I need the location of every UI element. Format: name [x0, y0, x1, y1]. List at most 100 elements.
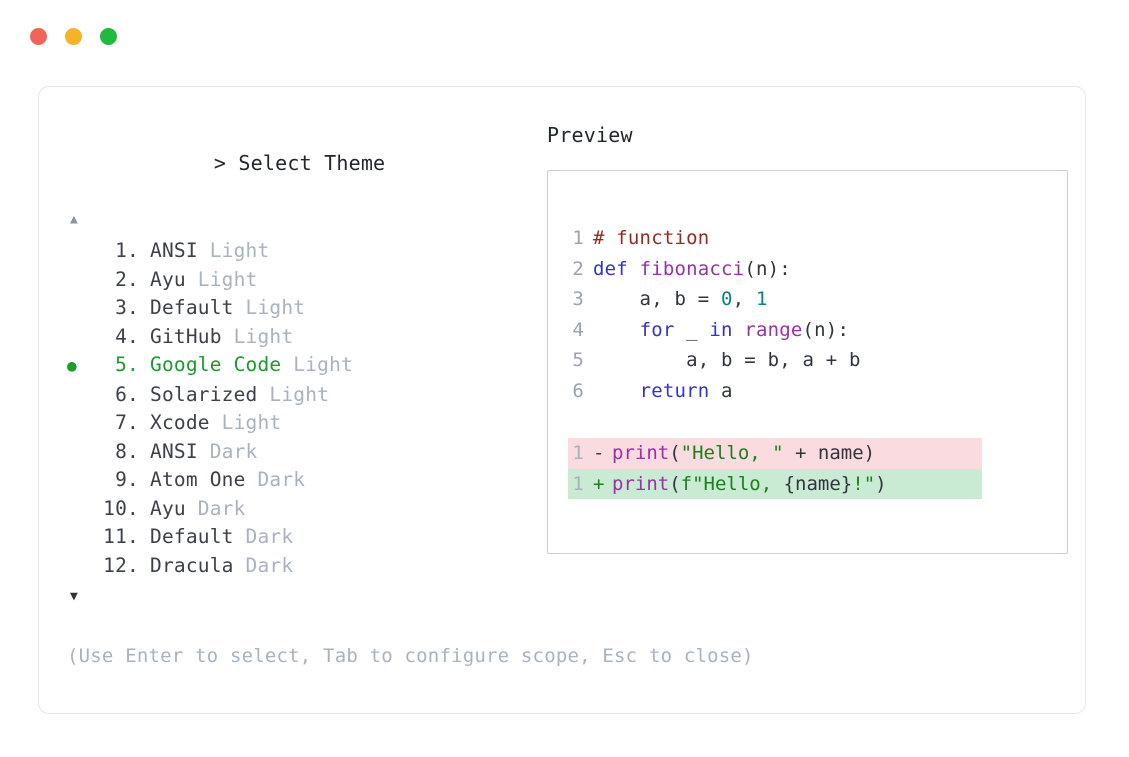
page-title: Select Theme — [238, 151, 386, 175]
code-line-text: def fibonacci(n): — [584, 254, 791, 285]
code-line: 6 return a — [568, 376, 1067, 407]
window-titlebar — [30, 28, 117, 45]
code-token-number: 0 — [721, 288, 733, 310]
code-token-plain: ( — [669, 442, 681, 464]
diff-line-text: print(f"Hello, {name}!") — [611, 469, 887, 500]
code-token-plain: (n): — [802, 318, 850, 341]
code-token-keyword: def — [593, 257, 640, 280]
code-token-plain: _ — [674, 318, 710, 341]
line-number: 3 — [572, 288, 584, 310]
prompt-label — [226, 151, 238, 175]
code-token-keyword: in — [709, 318, 733, 341]
theme-list-item[interactable]: 3.Default Light — [67, 294, 537, 323]
theme-item-variant: Light — [197, 239, 270, 262]
line-number: 6 — [572, 379, 584, 402]
theme-item-name: Google Code — [150, 353, 282, 376]
theme-item-number: 5. — [115, 353, 139, 376]
theme-list-item[interactable]: 1.ANSI Light — [67, 237, 537, 266]
code-token-func: print — [612, 442, 670, 464]
theme-item-number: 8. — [115, 439, 139, 463]
code-line-text: return a — [584, 376, 733, 407]
selected-bullet-icon: ● — [67, 356, 77, 375]
diff-sample: 1-print("Hello, " + name)1+print(f"Hello… — [548, 438, 1067, 499]
theme-item-number: 12. — [103, 553, 139, 577]
theme-item-variant: Dark — [185, 496, 246, 520]
code-token-plain: ( — [669, 472, 681, 495]
code-token-func: range — [744, 318, 803, 341]
code-line: 5 a, b = b, a + b — [568, 345, 1067, 376]
code-line-text: a, b = b, a + b — [584, 345, 861, 376]
code-token-plain — [593, 319, 640, 341]
scroll-down-arrow-icon[interactable]: ▼ — [70, 589, 78, 604]
scroll-up-arrow-icon[interactable]: ▲ — [70, 212, 78, 227]
theme-item-number: 9. — [115, 468, 139, 491]
prompt-line: > Select Theme — [67, 121, 537, 205]
line-number: 5 — [572, 349, 584, 371]
diff-line-text: print("Hello, " + name) — [611, 438, 875, 469]
diff-line-number: 1 — [572, 442, 584, 464]
theme-item-variant: Light — [185, 267, 258, 291]
code-token-plain: a — [709, 379, 733, 402]
theme-item-name: Solarized — [150, 382, 258, 406]
code-token-string: f"Hello, — [680, 472, 784, 495]
theme-list-item[interactable]: 6.Solarized Light — [67, 381, 537, 410]
theme-item-number: 4. — [115, 324, 139, 348]
window-zoom-button[interactable] — [100, 28, 117, 45]
theme-item-number: 1. — [115, 239, 139, 262]
theme-item-variant: Light — [221, 324, 294, 348]
theme-item-number: 11. — [103, 525, 139, 548]
theme-item-variant: Dark — [233, 553, 294, 577]
code-line-text: a, b = 0, 1 — [584, 284, 768, 315]
theme-item-name: Dracula — [150, 553, 234, 577]
theme-item-name: Default — [150, 525, 234, 548]
theme-item-variant: Light — [209, 411, 282, 434]
theme-item-variant: Light — [257, 382, 330, 406]
theme-list-item[interactable]: 12. Dracula Dark — [67, 552, 537, 581]
line-number: 1 — [572, 227, 584, 249]
code-spacer — [568, 406, 1067, 436]
diff-line-delete: 1-print("Hello, " + name) — [568, 438, 982, 469]
preview-label: Preview — [547, 123, 633, 147]
code-token-keyword: return — [639, 379, 710, 402]
code-token-plain — [593, 380, 640, 402]
window-minimize-button[interactable] — [65, 28, 82, 45]
theme-item-number: 10. — [103, 496, 139, 520]
code-token-string: "Hello, " — [680, 442, 784, 464]
window-close-button[interactable] — [30, 28, 47, 45]
code-token-plain: a, b = b, a + b — [593, 349, 861, 371]
code-line: 1 # function — [568, 223, 1067, 254]
theme-item-number: 2. — [115, 267, 139, 291]
keyboard-hint: (Use Enter to select, Tab to configure s… — [67, 645, 754, 667]
theme-list-item[interactable]: 8.ANSI Dark — [67, 438, 537, 467]
code-token-plain: , — [732, 288, 756, 310]
theme-item-name: Atom One — [150, 468, 246, 491]
theme-item-number: 3. — [115, 296, 139, 319]
theme-item-name: Xcode — [150, 411, 210, 434]
theme-list-item[interactable]: 4.GitHub Light — [67, 323, 537, 352]
theme-list-item[interactable]: 7.Xcode Light — [67, 409, 537, 438]
theme-list-item[interactable]: 10. Ayu Dark — [67, 495, 537, 524]
diff-line-add: 1+print(f"Hello, {name}!") — [568, 468, 982, 500]
theme-item-name: Ayu — [150, 496, 186, 520]
theme-list-item[interactable]: 2. Ayu Light — [67, 266, 537, 295]
line-number: 2 — [572, 257, 584, 280]
code-token-plain: a, b = — [593, 288, 722, 310]
theme-list-item[interactable]: 9.Atom One Dark — [67, 466, 537, 495]
code-line-text: # function — [584, 223, 709, 254]
code-line: 3 a, b = 0, 1 — [568, 284, 1067, 315]
diff-sign: + — [593, 472, 605, 495]
theme-list-item[interactable]: ●5.Google Code Light — [67, 351, 537, 381]
code-line: 4 for _ in range(n): — [568, 315, 1067, 346]
theme-item-name: Ayu — [150, 267, 186, 291]
code-token-number: 1 — [755, 288, 768, 310]
theme-list-item[interactable]: 11.Default Dark — [67, 523, 537, 552]
code-token-comment: # function — [593, 227, 710, 249]
